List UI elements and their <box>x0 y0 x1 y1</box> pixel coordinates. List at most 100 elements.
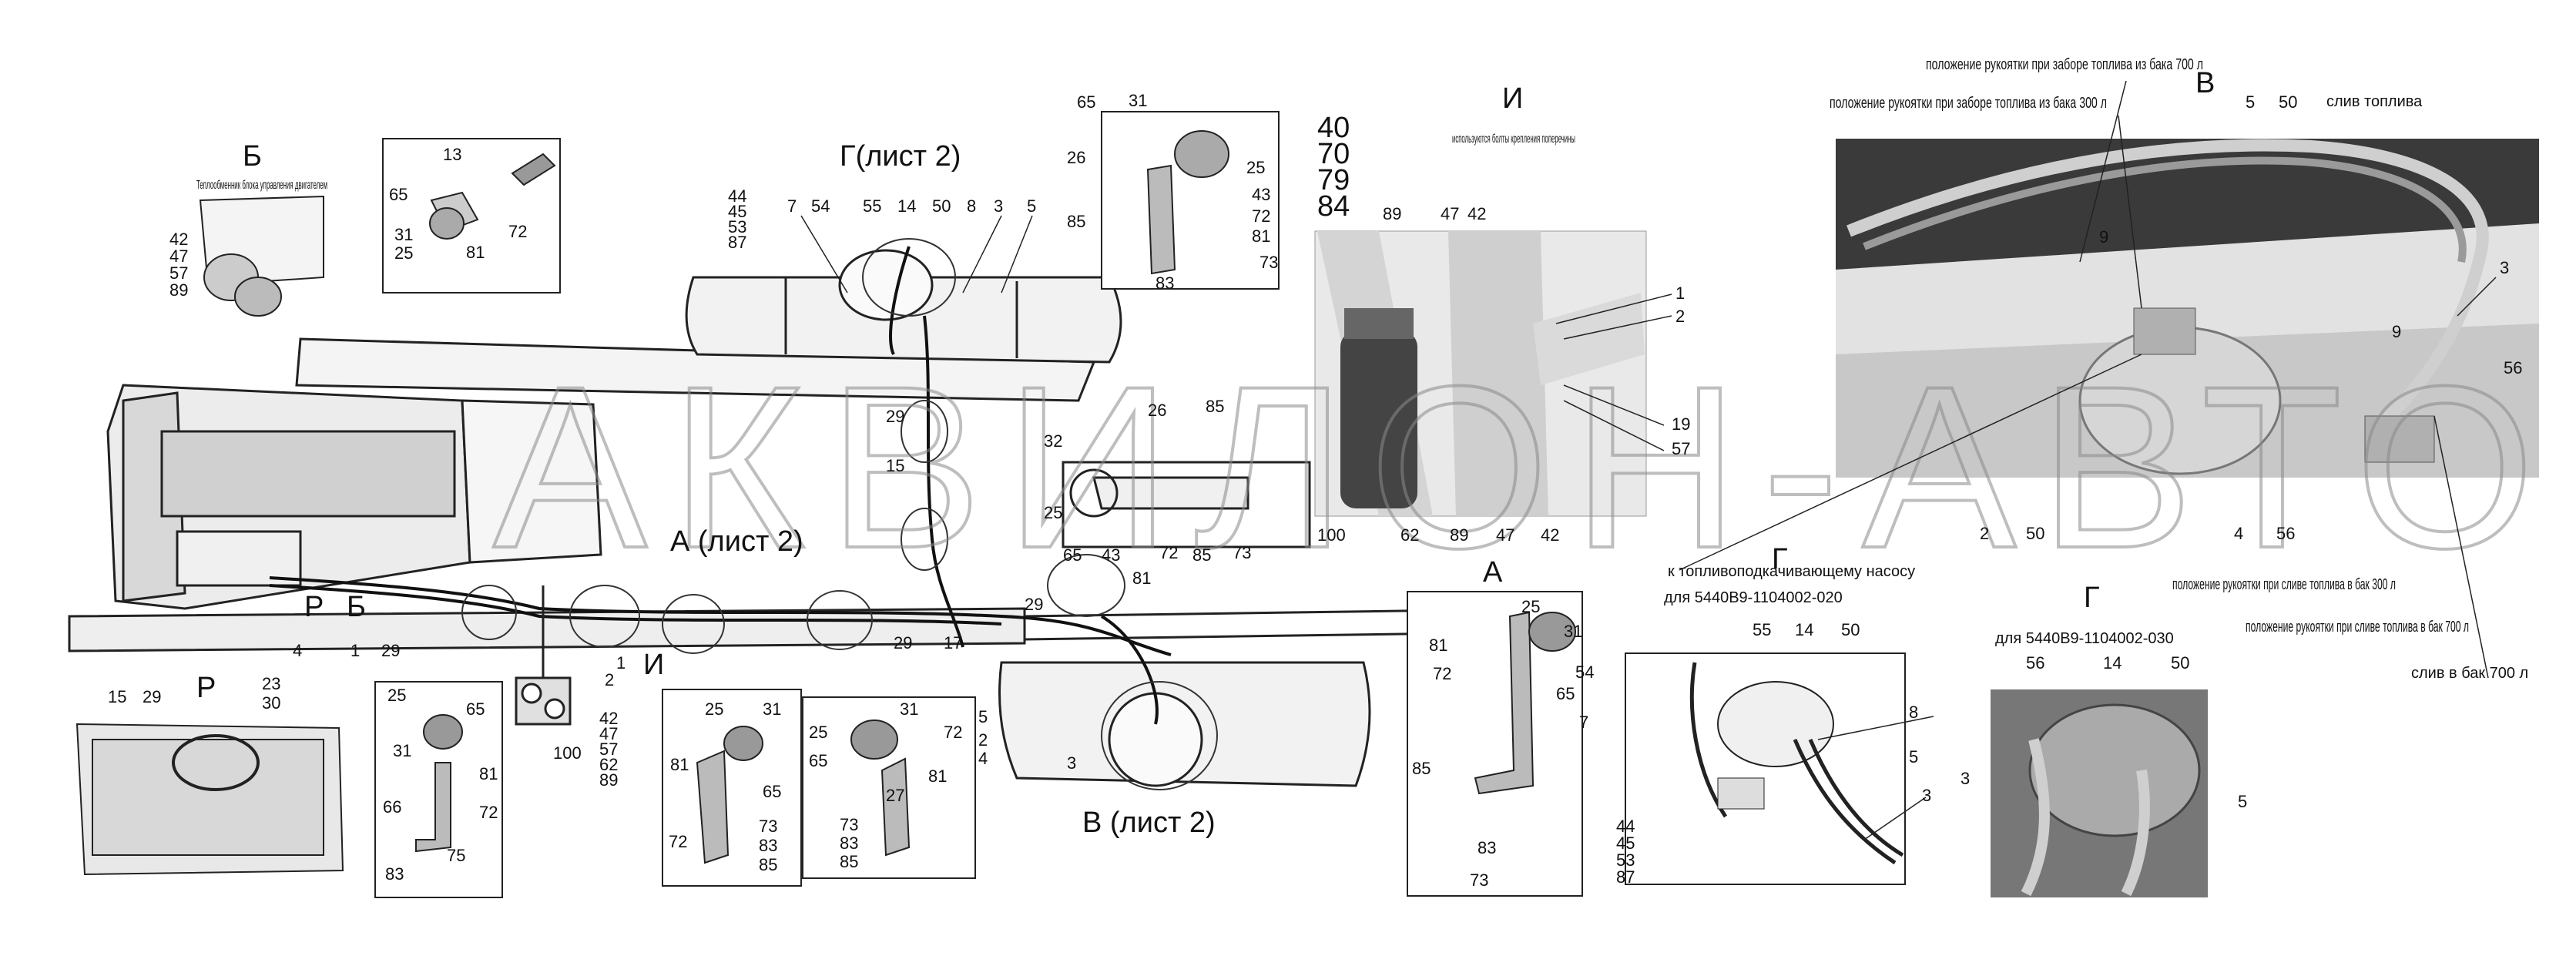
svg-text:56: 56 <box>2026 653 2044 673</box>
svg-text:9: 9 <box>2392 322 2401 341</box>
svg-text:7: 7 <box>1579 713 1588 732</box>
svg-text:14: 14 <box>2103 653 2122 673</box>
stack-b: 42 47 57 89 <box>169 230 188 300</box>
svg-text:72: 72 <box>1433 664 1451 683</box>
note-drain-700: слив в бак 700 л <box>2411 665 2528 682</box>
svg-text:14: 14 <box>897 196 916 216</box>
svg-text:42: 42 <box>599 709 618 728</box>
svg-text:50: 50 <box>2279 92 2297 112</box>
svg-text:5: 5 <box>2238 792 2247 811</box>
svg-text:81: 81 <box>1252 226 1270 246</box>
note-handle-700-drain: положение рукоятки при сливе топлива в б… <box>2246 619 2469 636</box>
svg-text:15: 15 <box>886 456 904 475</box>
note-heat-exchanger: Теплообменник блока управления двигателе… <box>196 179 327 192</box>
stack-g1: 44 45 53 87 <box>1616 817 1635 887</box>
svg-text:85: 85 <box>1412 759 1431 778</box>
label-v-sheet2: В (лист 2) <box>1082 807 1216 839</box>
note-handle-700-intake: положение рукоятки при заборе топлива из… <box>1926 56 2203 73</box>
svg-text:47: 47 <box>169 247 188 266</box>
svg-text:83: 83 <box>1156 273 1174 293</box>
svg-text:54: 54 <box>811 196 830 216</box>
svg-text:53: 53 <box>1616 850 1635 870</box>
svg-text:100: 100 <box>1317 525 1346 545</box>
svg-text:43: 43 <box>1252 185 1270 204</box>
svg-text:31: 31 <box>763 699 781 719</box>
detail-box-g2 <box>1991 689 2208 897</box>
svg-text:7: 7 <box>787 196 797 216</box>
svg-text:81: 81 <box>1429 636 1447 655</box>
svg-text:27: 27 <box>886 786 904 805</box>
svg-text:57: 57 <box>169 263 188 283</box>
svg-text:89: 89 <box>1450 525 1468 545</box>
svg-text:79: 79 <box>1317 164 1350 196</box>
svg-text:72: 72 <box>944 723 962 742</box>
svg-text:81: 81 <box>466 243 485 262</box>
svg-text:2: 2 <box>978 730 988 750</box>
note-bolts: используются болты крепления поперечины <box>1452 132 1575 146</box>
title-view-i: И <box>1502 82 1523 115</box>
svg-text:31: 31 <box>1564 622 1582 641</box>
title-view-g-sheet2: Г(лист 2) <box>840 140 961 173</box>
svg-text:13: 13 <box>443 145 461 164</box>
callouts-view-r: 15 29 23 30 <box>108 674 280 713</box>
detail-box-bracket-top <box>1101 111 1280 290</box>
svg-text:81: 81 <box>479 764 498 783</box>
svg-text:65: 65 <box>389 185 408 204</box>
svg-text:25: 25 <box>705 699 723 719</box>
svg-text:47: 47 <box>1496 525 1514 545</box>
svg-text:5: 5 <box>2246 92 2255 112</box>
svg-text:47: 47 <box>1441 204 1459 223</box>
svg-text:73: 73 <box>1259 253 1278 272</box>
detail-box-bracket-27 <box>802 696 976 879</box>
svg-text:1: 1 <box>616 653 626 673</box>
svg-text:31: 31 <box>900 699 918 719</box>
svg-text:87: 87 <box>1616 867 1635 887</box>
detail-box-bracket-66 <box>374 681 503 898</box>
svg-text:25: 25 <box>1246 158 1265 177</box>
svg-text:81: 81 <box>1132 569 1151 588</box>
detail-engine-top-r <box>75 723 344 876</box>
svg-text:5: 5 <box>978 707 988 726</box>
svg-text:47: 47 <box>599 724 618 743</box>
leader-lines <box>800 80 2497 840</box>
svg-text:65: 65 <box>1063 545 1082 565</box>
svg-text:42: 42 <box>1467 204 1486 223</box>
callouts-top-tank: 7 54 55 14 50 8 3 5 <box>787 196 1036 216</box>
svg-text:83: 83 <box>840 834 858 853</box>
svg-text:4: 4 <box>293 641 302 660</box>
svg-text:31: 31 <box>1129 91 1147 110</box>
svg-text:31: 31 <box>394 225 413 244</box>
detail-box-bracket-81a <box>662 689 802 887</box>
svg-text:42: 42 <box>1541 525 1559 545</box>
svg-text:89: 89 <box>1383 204 1401 223</box>
detail-box-a <box>1407 591 1583 897</box>
svg-text:1: 1 <box>1675 283 1685 303</box>
svg-text:2: 2 <box>605 670 614 689</box>
svg-text:25: 25 <box>809 723 827 742</box>
stack-top: 44 45 53 87 <box>728 186 746 252</box>
photo-view-v <box>1836 139 2539 478</box>
svg-text:14: 14 <box>1795 620 1813 639</box>
top-fuel-tank <box>685 249 1122 364</box>
title-view-r: Р <box>196 672 216 704</box>
svg-text:72: 72 <box>1159 543 1178 562</box>
svg-text:72: 72 <box>479 803 498 822</box>
svg-text:40: 40 <box>1317 112 1350 144</box>
svg-text:85: 85 <box>1206 397 1224 416</box>
label-a-sheet2: А (лист 2) <box>670 525 803 558</box>
svg-text:2: 2 <box>1980 524 1989 543</box>
svg-text:42: 42 <box>169 230 188 249</box>
svg-text:3: 3 <box>1961 769 1970 788</box>
svg-text:65: 65 <box>1077 92 1095 112</box>
svg-text:25: 25 <box>1521 597 1540 616</box>
photo-view-i <box>1314 230 1647 517</box>
svg-text:85: 85 <box>1067 212 1085 231</box>
svg-text:85: 85 <box>759 855 777 874</box>
svg-text:50: 50 <box>2171 653 2189 673</box>
note-handle-300-drain: положение рукоятки при сливе топлива в б… <box>2172 576 2396 593</box>
svg-text:84: 84 <box>1317 190 1350 223</box>
svg-text:75: 75 <box>447 846 465 865</box>
title-view-g2: Г <box>2084 582 2100 614</box>
note-handle-300-intake: положение рукоятки при заборе топлива из… <box>1830 95 2107 112</box>
